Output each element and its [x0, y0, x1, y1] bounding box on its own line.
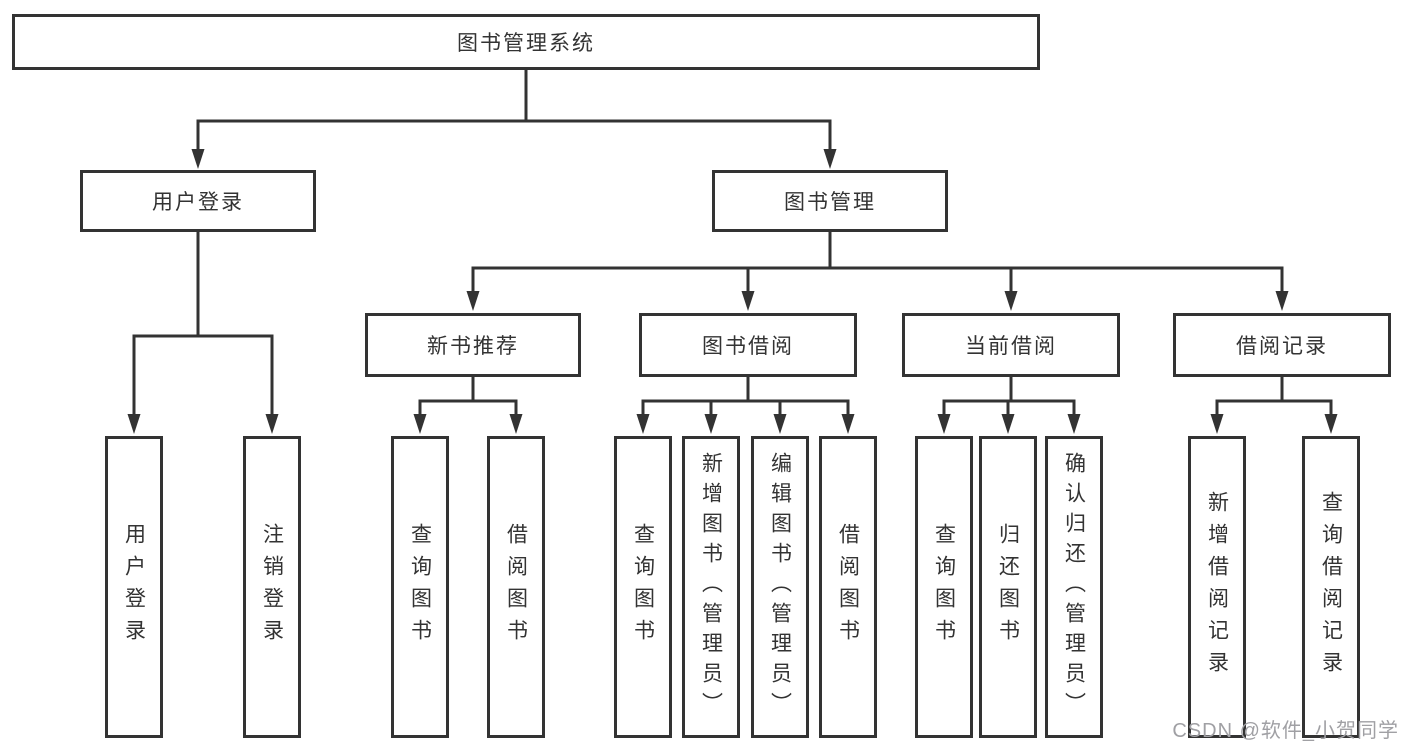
leaf-records-add-record: 新增借阅记录 — [1188, 436, 1246, 738]
leaf-borrow-edit-books-admin: 编辑图书（管理员） — [751, 436, 809, 738]
node-user-login: 用户登录 — [80, 170, 316, 232]
node-book-management: 图书管理 — [712, 170, 948, 232]
leaf-current-query-books: 查询图书 — [915, 436, 973, 738]
node-current-borrow: 当前借阅 — [902, 313, 1120, 377]
node-book-borrow: 图书借阅 — [639, 313, 857, 377]
leaf-records-query-record: 查询借阅记录 — [1302, 436, 1360, 738]
leaf-borrow-query-books: 查询图书 — [614, 436, 672, 738]
leaf-recommend-borrow-books: 借阅图书 — [487, 436, 545, 738]
node-root-library-system: 图书管理系统 — [12, 14, 1040, 70]
node-new-book-recommend: 新书推荐 — [365, 313, 581, 377]
leaf-borrow-add-books-admin: 新增图书（管理员） — [682, 436, 740, 738]
leaf-current-return-books: 归还图书 — [979, 436, 1037, 738]
leaf-current-confirm-return-admin: 确认归还（管理员） — [1045, 436, 1103, 738]
csdn-watermark: CSDN @软件_小贺同学 — [1172, 720, 1399, 742]
leaf-user-login: 用户登录 — [105, 436, 163, 738]
leaf-recommend-query-books: 查询图书 — [391, 436, 449, 738]
leaf-logout: 注销登录 — [243, 436, 301, 738]
node-borrow-records: 借阅记录 — [1173, 313, 1391, 377]
leaf-borrow-borrow-books: 借阅图书 — [819, 436, 877, 738]
